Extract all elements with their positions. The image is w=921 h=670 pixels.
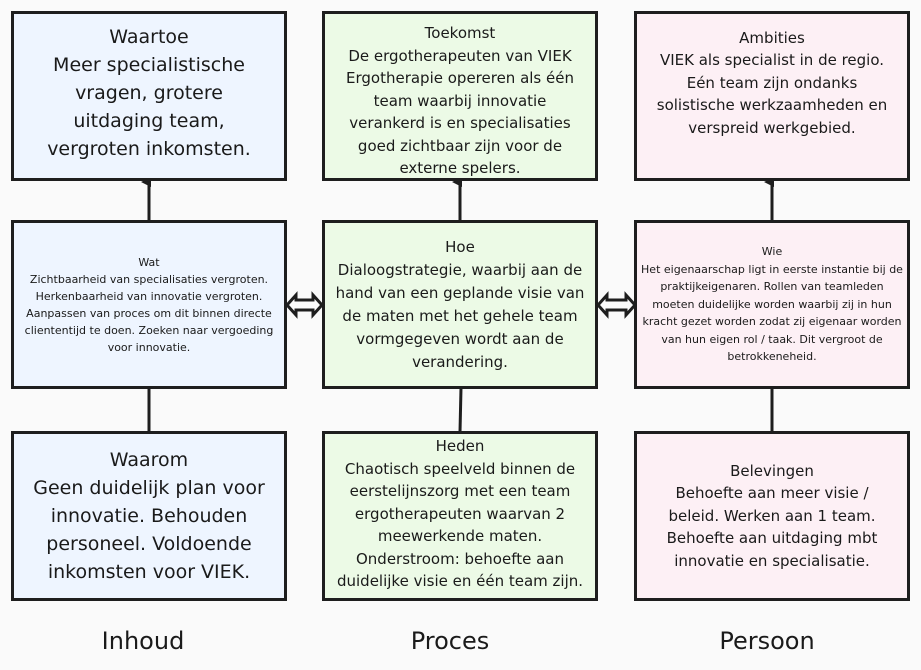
box-heden: Heden Chaotisch speelveld binnen de eers… <box>322 431 598 601</box>
line-heden-hoe <box>458 387 463 433</box>
column-label-persoon: Persoon <box>719 627 815 655</box>
box-title: Wat <box>138 255 160 269</box>
column-label-proces: Proces <box>410 627 490 655</box>
box-waarom: Waarom Geen duidelijk plan voor innovati… <box>11 431 287 601</box>
double-arrow-wat-hoe <box>284 291 325 319</box>
box-waartoe: Waartoe Meer specialistische vragen, gro… <box>11 11 287 181</box>
box-toekomst: Toekomst De ergotherapeuten van VIEK Erg… <box>322 11 598 181</box>
box-body: Geen duidelijk plan voor innovatie. Beho… <box>33 477 265 583</box>
box-belevingen: Belevingen Behoefte aan meer visie / bel… <box>634 431 910 601</box>
box-body: Meer specialistische vragen, grotere uit… <box>47 54 251 160</box>
box-title: Waartoe <box>109 26 189 48</box>
box-title: Heden <box>435 437 485 456</box>
box-body: Behoefte aan meer visie / beleid. Werken… <box>666 484 878 570</box>
box-wie: Wie Het eigenaarschap ligt in eerste ins… <box>634 220 910 389</box>
box-wat: Wat Zichtbaarheid van specialisaties ver… <box>11 220 287 389</box>
box-ambities: Ambities VIEK als specialist in de regio… <box>634 11 910 181</box>
box-title: Hoe <box>445 237 475 256</box>
box-body: Het eigenaarschap ligt in eerste instant… <box>641 262 903 364</box>
box-body: De ergotherapeuten van VIEK Ergotherapie… <box>346 46 574 178</box>
box-title: Waarom <box>109 449 189 471</box>
double-arrow-hoe-wie <box>595 291 638 319</box>
box-title: Wie <box>761 245 783 259</box>
box-body: Zichtbaarheid van specialisaties vergrot… <box>24 272 274 354</box>
box-title: Ambities <box>739 28 805 47</box>
box-hoe: Hoe Dialoogstrategie, waarbij aan de han… <box>322 220 598 389</box>
column-label-inhoud: Inhoud <box>101 627 185 655</box>
box-title: Toekomst <box>424 24 496 42</box>
box-body: Chaotisch speelveld binnen de eerstelijn… <box>336 459 584 591</box>
box-title: Belevingen <box>730 461 814 480</box>
box-body: VIEK als specialist in de regio. Eén tea… <box>656 51 888 137</box>
box-body: Dialoogstrategie, waarbij aan de hand va… <box>335 260 585 371</box>
